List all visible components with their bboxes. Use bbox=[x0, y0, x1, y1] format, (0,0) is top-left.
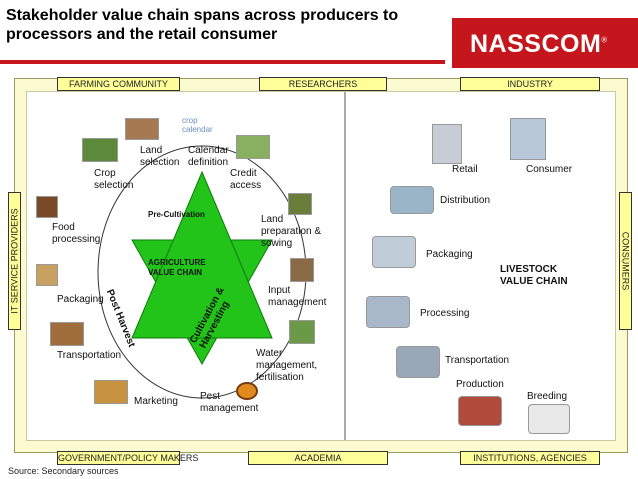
label-retail: Retail bbox=[452, 164, 478, 175]
slide-title: Stakeholder value chain spans across pro… bbox=[6, 7, 399, 43]
input-photo bbox=[290, 258, 314, 282]
label-land-preparation: Land preparation & sowing bbox=[261, 214, 322, 249]
livestock-processing-photo bbox=[366, 296, 410, 328]
label-land-selection: Land selection bbox=[140, 145, 180, 168]
label-input-management: Input management bbox=[268, 285, 327, 308]
nasscom-logo: NASSCOM® bbox=[470, 30, 608, 58]
label-credit-access: Credit access bbox=[230, 168, 262, 191]
label-transportation: Transportation bbox=[57, 350, 122, 361]
logo-banner bbox=[452, 18, 638, 68]
label-marketing: Marketing bbox=[134, 396, 178, 407]
livestock-transport-photo bbox=[396, 346, 440, 378]
retail-photo bbox=[432, 124, 462, 164]
label-crop-selection: Crop selection bbox=[94, 168, 134, 191]
label-water-management: Water management, fertilisation bbox=[256, 348, 318, 383]
livestock-packaging-photo bbox=[372, 236, 416, 268]
label-distribution: Distribution bbox=[440, 195, 491, 206]
pest-icon bbox=[236, 382, 258, 400]
source-note: Source: Secondary sources bbox=[8, 466, 119, 476]
crop-calendar-icon: crop calendar bbox=[182, 116, 213, 134]
transport-photo bbox=[50, 322, 84, 346]
title-underline bbox=[0, 60, 445, 64]
chain-divider bbox=[344, 92, 346, 440]
market-photo bbox=[94, 380, 128, 404]
livestock-center-label: LIVESTOCK VALUE CHAIN bbox=[500, 264, 568, 287]
tab-it-service-providers: IT SERVICE PROVIDERS bbox=[8, 192, 21, 330]
agriculture-cycle bbox=[97, 145, 307, 399]
food-processing-photo bbox=[36, 196, 58, 218]
agriculture-center-label: AGRICULTURE VALUE CHAIN bbox=[148, 258, 206, 277]
tab-farming-community: FARMING COMMUNITY bbox=[57, 77, 180, 91]
tab-researchers: RESEARCHERS bbox=[259, 77, 387, 91]
tab-government: GOVERNMENT/POLICY MAKERS bbox=[57, 451, 199, 465]
tab-consumers: CONSUMERS bbox=[619, 192, 632, 330]
sowing-photo bbox=[288, 193, 312, 215]
distribution-photo bbox=[390, 186, 434, 214]
label-production: Production bbox=[456, 379, 504, 390]
label-consumer: Consumer bbox=[526, 164, 573, 175]
phase-pre-cultivation: Pre-Cultivation bbox=[148, 210, 205, 219]
label-processing: Processing bbox=[420, 308, 470, 319]
consumer-photo bbox=[510, 118, 546, 160]
label-livestock-packaging: Packaging bbox=[426, 249, 473, 260]
label-pest-management: Pest management bbox=[200, 391, 259, 414]
crop-field-photo bbox=[82, 138, 118, 162]
tab-academia: ACADEMIA bbox=[248, 451, 388, 465]
tab-institutions: INSTITUTIONS, AGENCIES bbox=[460, 451, 600, 465]
water-photo bbox=[289, 320, 315, 344]
land-photo bbox=[125, 118, 159, 140]
credit-field-photo bbox=[236, 135, 270, 159]
production-barn-photo bbox=[458, 396, 502, 426]
label-livestock-transportation: Transportation bbox=[445, 355, 510, 366]
breeding-cow-photo bbox=[528, 404, 570, 434]
tab-industry: INDUSTRY bbox=[460, 77, 600, 91]
star-triangle-up bbox=[131, 170, 273, 339]
label-food-processing: Food processing bbox=[52, 222, 101, 245]
packaging-photo bbox=[36, 264, 58, 286]
label-breeding: Breeding bbox=[527, 391, 568, 402]
label-packaging: Packaging bbox=[57, 294, 104, 305]
label-calendar-definition: Calendar definition bbox=[188, 145, 229, 168]
